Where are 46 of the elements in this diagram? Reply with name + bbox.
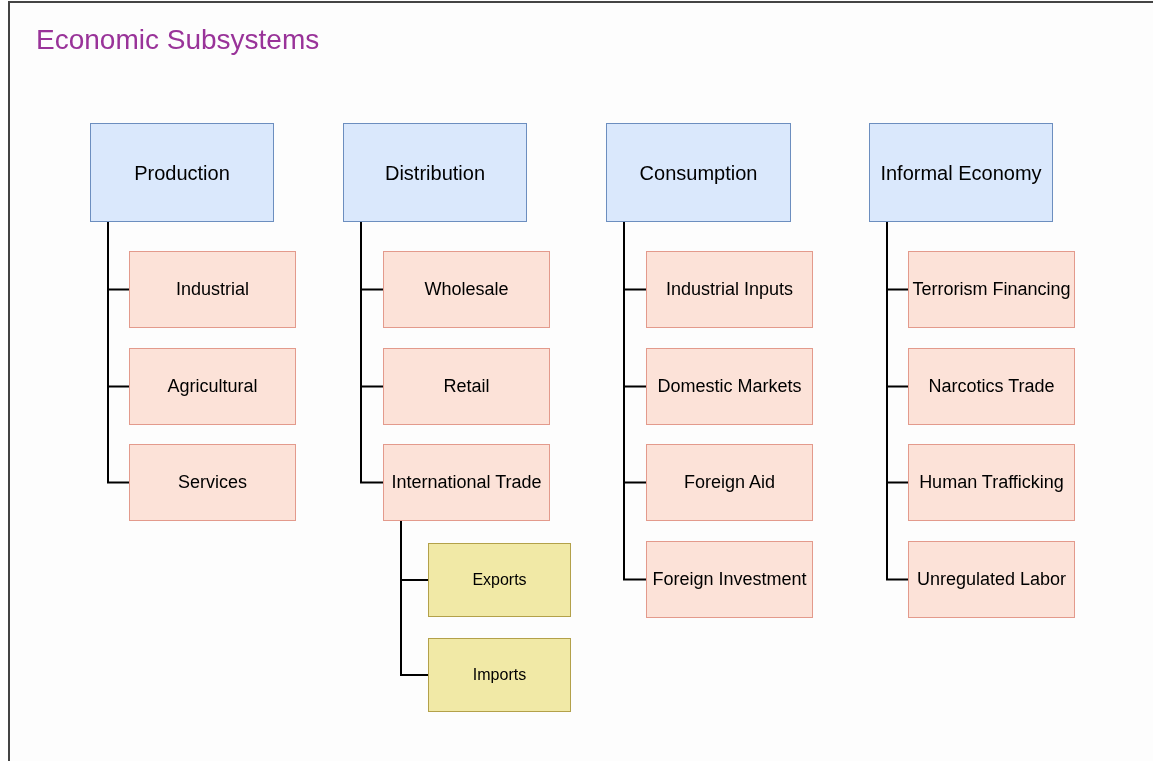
subcategory-box [646,348,813,425]
box-label: Distribution [384,161,485,184]
item-box [428,543,571,617]
category-box [869,123,1053,222]
subcategory-box [129,251,296,328]
box-label: Agricultural [167,376,258,397]
subcategory-box [908,251,1075,328]
box-label: Narcotics Trade [928,376,1055,397]
subcategory-box [383,251,550,328]
subcategory-box [129,348,296,425]
connector-line [107,221,130,484]
subcategory-box [646,444,813,521]
category-box [90,123,274,222]
box-label: Imports [472,666,527,684]
connector-line [360,221,384,484]
box-label: Industrial Inputs [665,279,794,300]
box-label: Domestic Markets [657,376,802,397]
subcategory-box [646,541,813,618]
subcategory-box [646,251,813,328]
subcategory-box [129,444,296,521]
diagram-title: Economic Subsystems [36,24,320,56]
connector-line [886,221,909,581]
box-label: Consumption [639,161,758,184]
box-label: Terrorism Financing [912,279,1071,300]
box-label: Industrial [175,279,249,300]
box-label: Unregulated Labor [916,569,1067,590]
connector-line [623,221,647,581]
box-label: Foreign Investment [652,569,807,590]
box-label: Production [134,161,230,184]
box-label: Retail [443,376,490,397]
box-label: Exports [472,571,527,589]
subcategory-box [383,444,550,521]
category-box [343,123,527,222]
connector-line [400,520,429,676]
subcategory-box [908,444,1075,521]
box-label: Human Trafficking [919,472,1064,493]
box-label: Services [178,472,247,493]
item-box [428,638,571,712]
subcategory-box [908,541,1075,618]
subcategory-box [383,348,550,425]
box-label: International Trade [391,472,542,493]
box-label: Wholesale [424,279,509,300]
box-label: Foreign Aid [683,472,776,493]
subcategory-box [908,348,1075,425]
category-box [606,123,791,222]
box-label: Informal Economy [880,161,1042,184]
